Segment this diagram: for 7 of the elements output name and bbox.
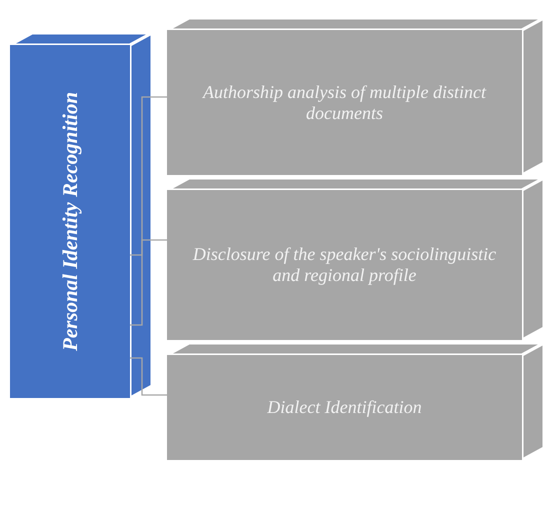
block-label: Dialect Identification [266, 397, 423, 418]
connector-line [130, 357, 167, 396]
block-label: Disclosure of the speaker's sociolinguistic and regional profile [192, 244, 498, 286]
block-title: Personal Identity Recognition [58, 92, 82, 351]
connector-line [130, 239, 167, 326]
block-label: Authorship analysis of multiple distinct documents [201, 82, 488, 124]
connector-line [130, 96, 167, 256]
